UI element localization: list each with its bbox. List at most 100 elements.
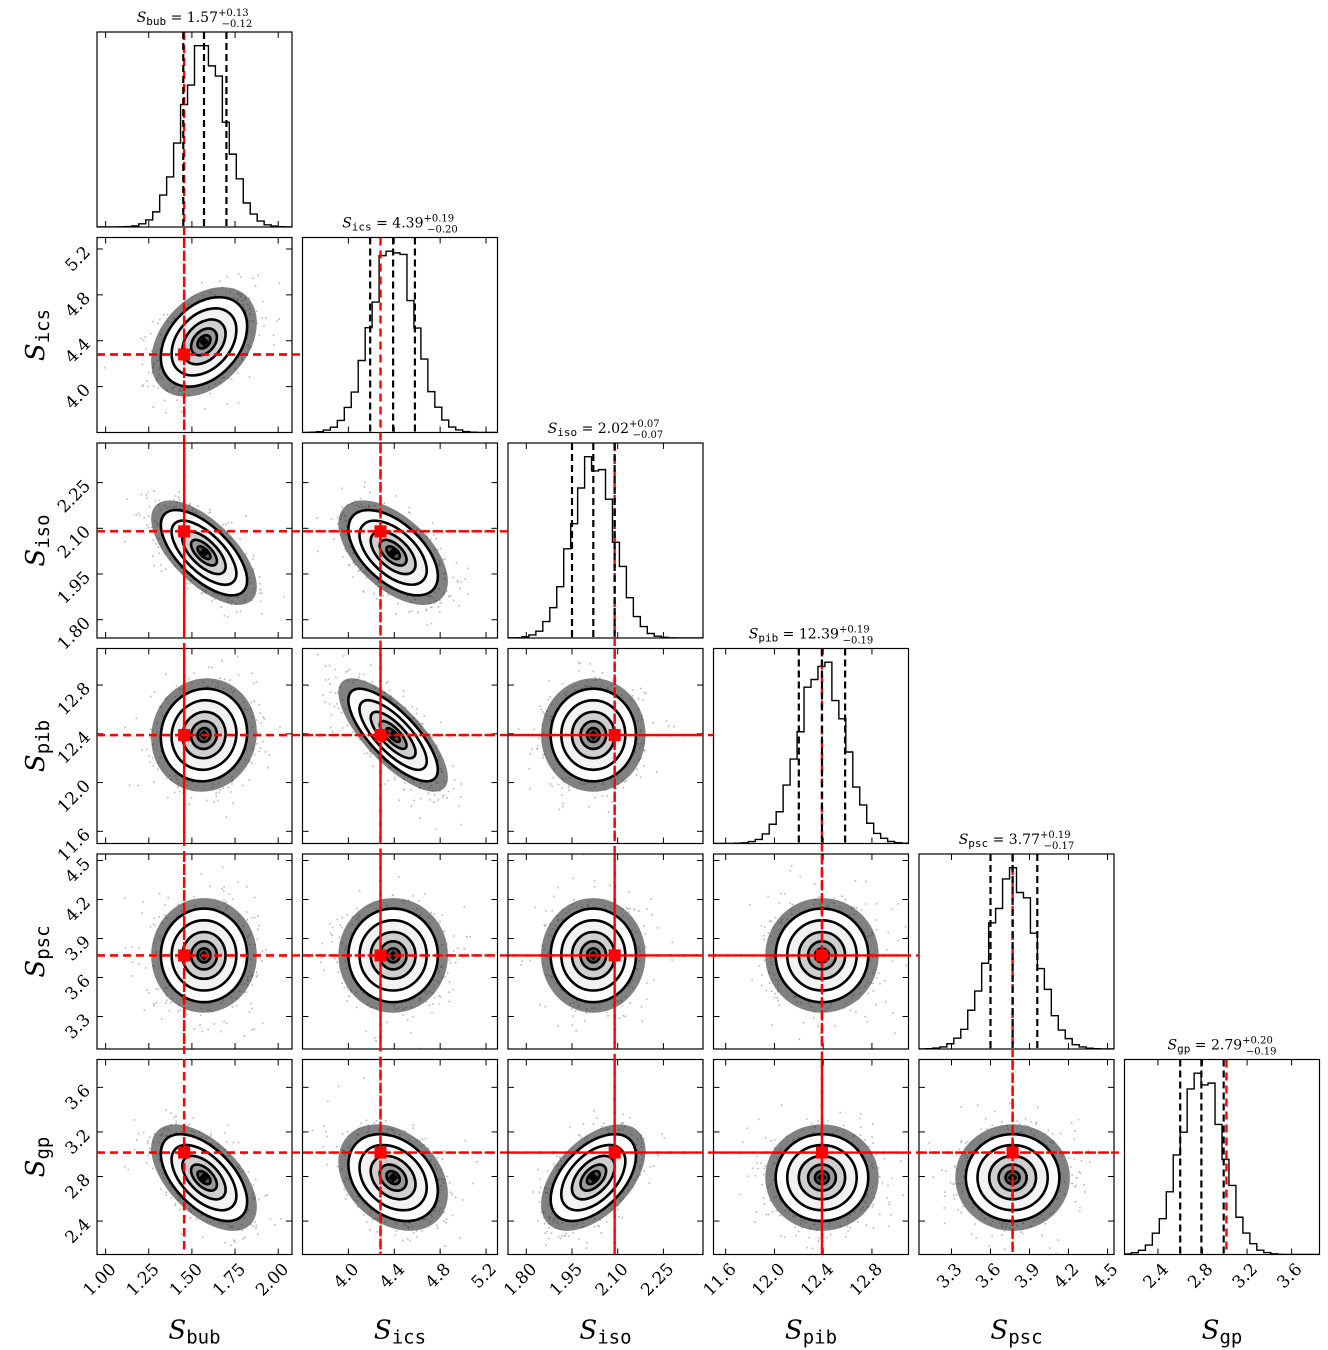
hist-title-iso: Siso = 2.02+0.07−0.07 [548, 419, 664, 441]
y-tick-label: 3.6 [62, 971, 95, 1004]
density-peak [388, 1172, 399, 1183]
x-tick-label: 1.50 [166, 1260, 207, 1301]
x-tick-label: 1.75 [209, 1260, 250, 1301]
panel-frame [301, 236, 499, 434]
x-tick-label: 12.4 [797, 1260, 838, 1301]
contour-panel-ics-psc [301, 853, 499, 1050]
y-tick-label: 4.0 [62, 380, 95, 413]
hist-panel-ics: Sics = 4.39+0.19−0.20 [301, 214, 499, 434]
histogram-bub [97, 44, 292, 227]
x-tick-label: 1.25 [123, 1260, 164, 1301]
y-axis-label-gp: Sgp [21, 1137, 54, 1178]
panel-frame [712, 647, 910, 845]
x-tick-label: 3.3 [933, 1260, 966, 1293]
hist-panel-pib: Spib = 12.39+0.19−0.19 [712, 625, 910, 845]
y-tick-label: 12.4 [54, 727, 95, 768]
y-tick-label: 3.3 [62, 1010, 95, 1043]
y-tick-label: 4.2 [62, 893, 95, 926]
x-tick-label: 2.00 [252, 1260, 293, 1301]
panel-frame [96, 31, 293, 228]
density-peak [199, 336, 209, 347]
histogram-ics [302, 250, 498, 433]
x-tick-label: 1.80 [500, 1260, 541, 1301]
x-tick-label: 3.2 [1229, 1260, 1262, 1293]
x-tick-label: 3.6 [972, 1260, 1005, 1293]
contour-panel-ics-iso [301, 442, 499, 639]
x-tick-label: 4.8 [422, 1260, 455, 1293]
y-tick-label: 2.4 [62, 1215, 95, 1248]
histogram-psc [919, 866, 1114, 1049]
y-axis-label-iso: Siso [21, 514, 54, 566]
density-peak [588, 1172, 599, 1183]
x-tick-label: 1.95 [546, 1260, 587, 1301]
x-tick-label: 3.6 [1273, 1260, 1306, 1293]
panel-frame [712, 853, 910, 1050]
y-tick-label: 4.4 [62, 334, 95, 367]
panel-frame [96, 647, 293, 845]
y-tick-label: 3.6 [62, 1081, 95, 1114]
hist-title-gp: Sgp = 2.79+0.20−0.19 [1168, 1036, 1277, 1058]
x-tick-label: 2.25 [637, 1260, 678, 1301]
density-peak [388, 950, 399, 961]
y-axis-label-ics: Sics [21, 309, 54, 361]
x-tick-label: 4.5 [1089, 1260, 1122, 1293]
y-axis-label-pib: Spib [21, 720, 54, 772]
x-tick-label: 1.00 [80, 1260, 121, 1301]
contour-panel-iso-pib [507, 647, 704, 845]
y-tick-label: 3.2 [62, 1126, 95, 1159]
x-tick-label: 2.4 [1140, 1260, 1173, 1293]
hist-title-bub: Sbub = 1.57+0.13−0.12 [137, 8, 253, 30]
x-axis-label-ics: Sics [374, 1316, 426, 1349]
panel-frame [301, 1058, 499, 1256]
panel-frame [918, 853, 1115, 1050]
hist-panel-psc: Spsc = 3.77+0.19−0.17 [918, 830, 1115, 1050]
samples-scatter [517, 661, 675, 813]
panel-frame [918, 1058, 1115, 1256]
x-tick-label: 11.6 [700, 1260, 741, 1301]
density-peak [199, 547, 209, 558]
panel-frame [301, 442, 499, 639]
hist-panel-bub: Sbub = 1.57+0.13−0.12 [96, 8, 293, 228]
panel-frame [301, 853, 499, 1050]
y-tick-label: 12.0 [54, 776, 95, 817]
panel-frame [96, 853, 293, 1050]
panel-frame [96, 1058, 293, 1256]
panel-frame [96, 236, 293, 434]
x-tick-label: 2.8 [1184, 1260, 1217, 1293]
x-axis-label-gp: Sgp [1202, 1316, 1243, 1349]
histogram-gp [1124, 1072, 1320, 1255]
density-peak [199, 1172, 209, 1183]
x-axis-label-pib: Spib [785, 1316, 837, 1349]
truth-marker [178, 348, 191, 361]
x-axis-label-bub: Sbub [168, 1316, 220, 1349]
contour-panel-ics-pib [301, 647, 499, 845]
panel-frame [301, 647, 499, 845]
y-tick-label: 4.8 [62, 288, 95, 321]
y-axis-label-psc: Spsc [21, 925, 54, 977]
x-tick-label: 5.2 [468, 1260, 501, 1293]
x-tick-label: 4.2 [1050, 1260, 1083, 1293]
panel-frame [96, 442, 293, 639]
y-tick-label: 5.2 [62, 243, 95, 276]
y-tick-label: 1.95 [54, 568, 95, 609]
panel-frame [507, 1058, 704, 1256]
x-tick-label: 12.0 [748, 1260, 789, 1301]
x-axis-label-psc: Spsc [990, 1316, 1042, 1349]
y-tick-label: 1.80 [54, 613, 95, 654]
x-axis-label-iso: Siso [579, 1316, 631, 1349]
panel-frame [1123, 1058, 1321, 1256]
panel-frame [507, 647, 704, 845]
contour-panel-pib-psc [712, 853, 910, 1050]
y-tick-label: 3.9 [62, 932, 95, 965]
hist-title-ics: Sics = 4.39+0.19−0.20 [342, 214, 458, 236]
truth-marker [815, 1146, 828, 1159]
x-tick-label: 2.10 [592, 1260, 633, 1301]
y-tick-label: 2.25 [54, 476, 95, 517]
